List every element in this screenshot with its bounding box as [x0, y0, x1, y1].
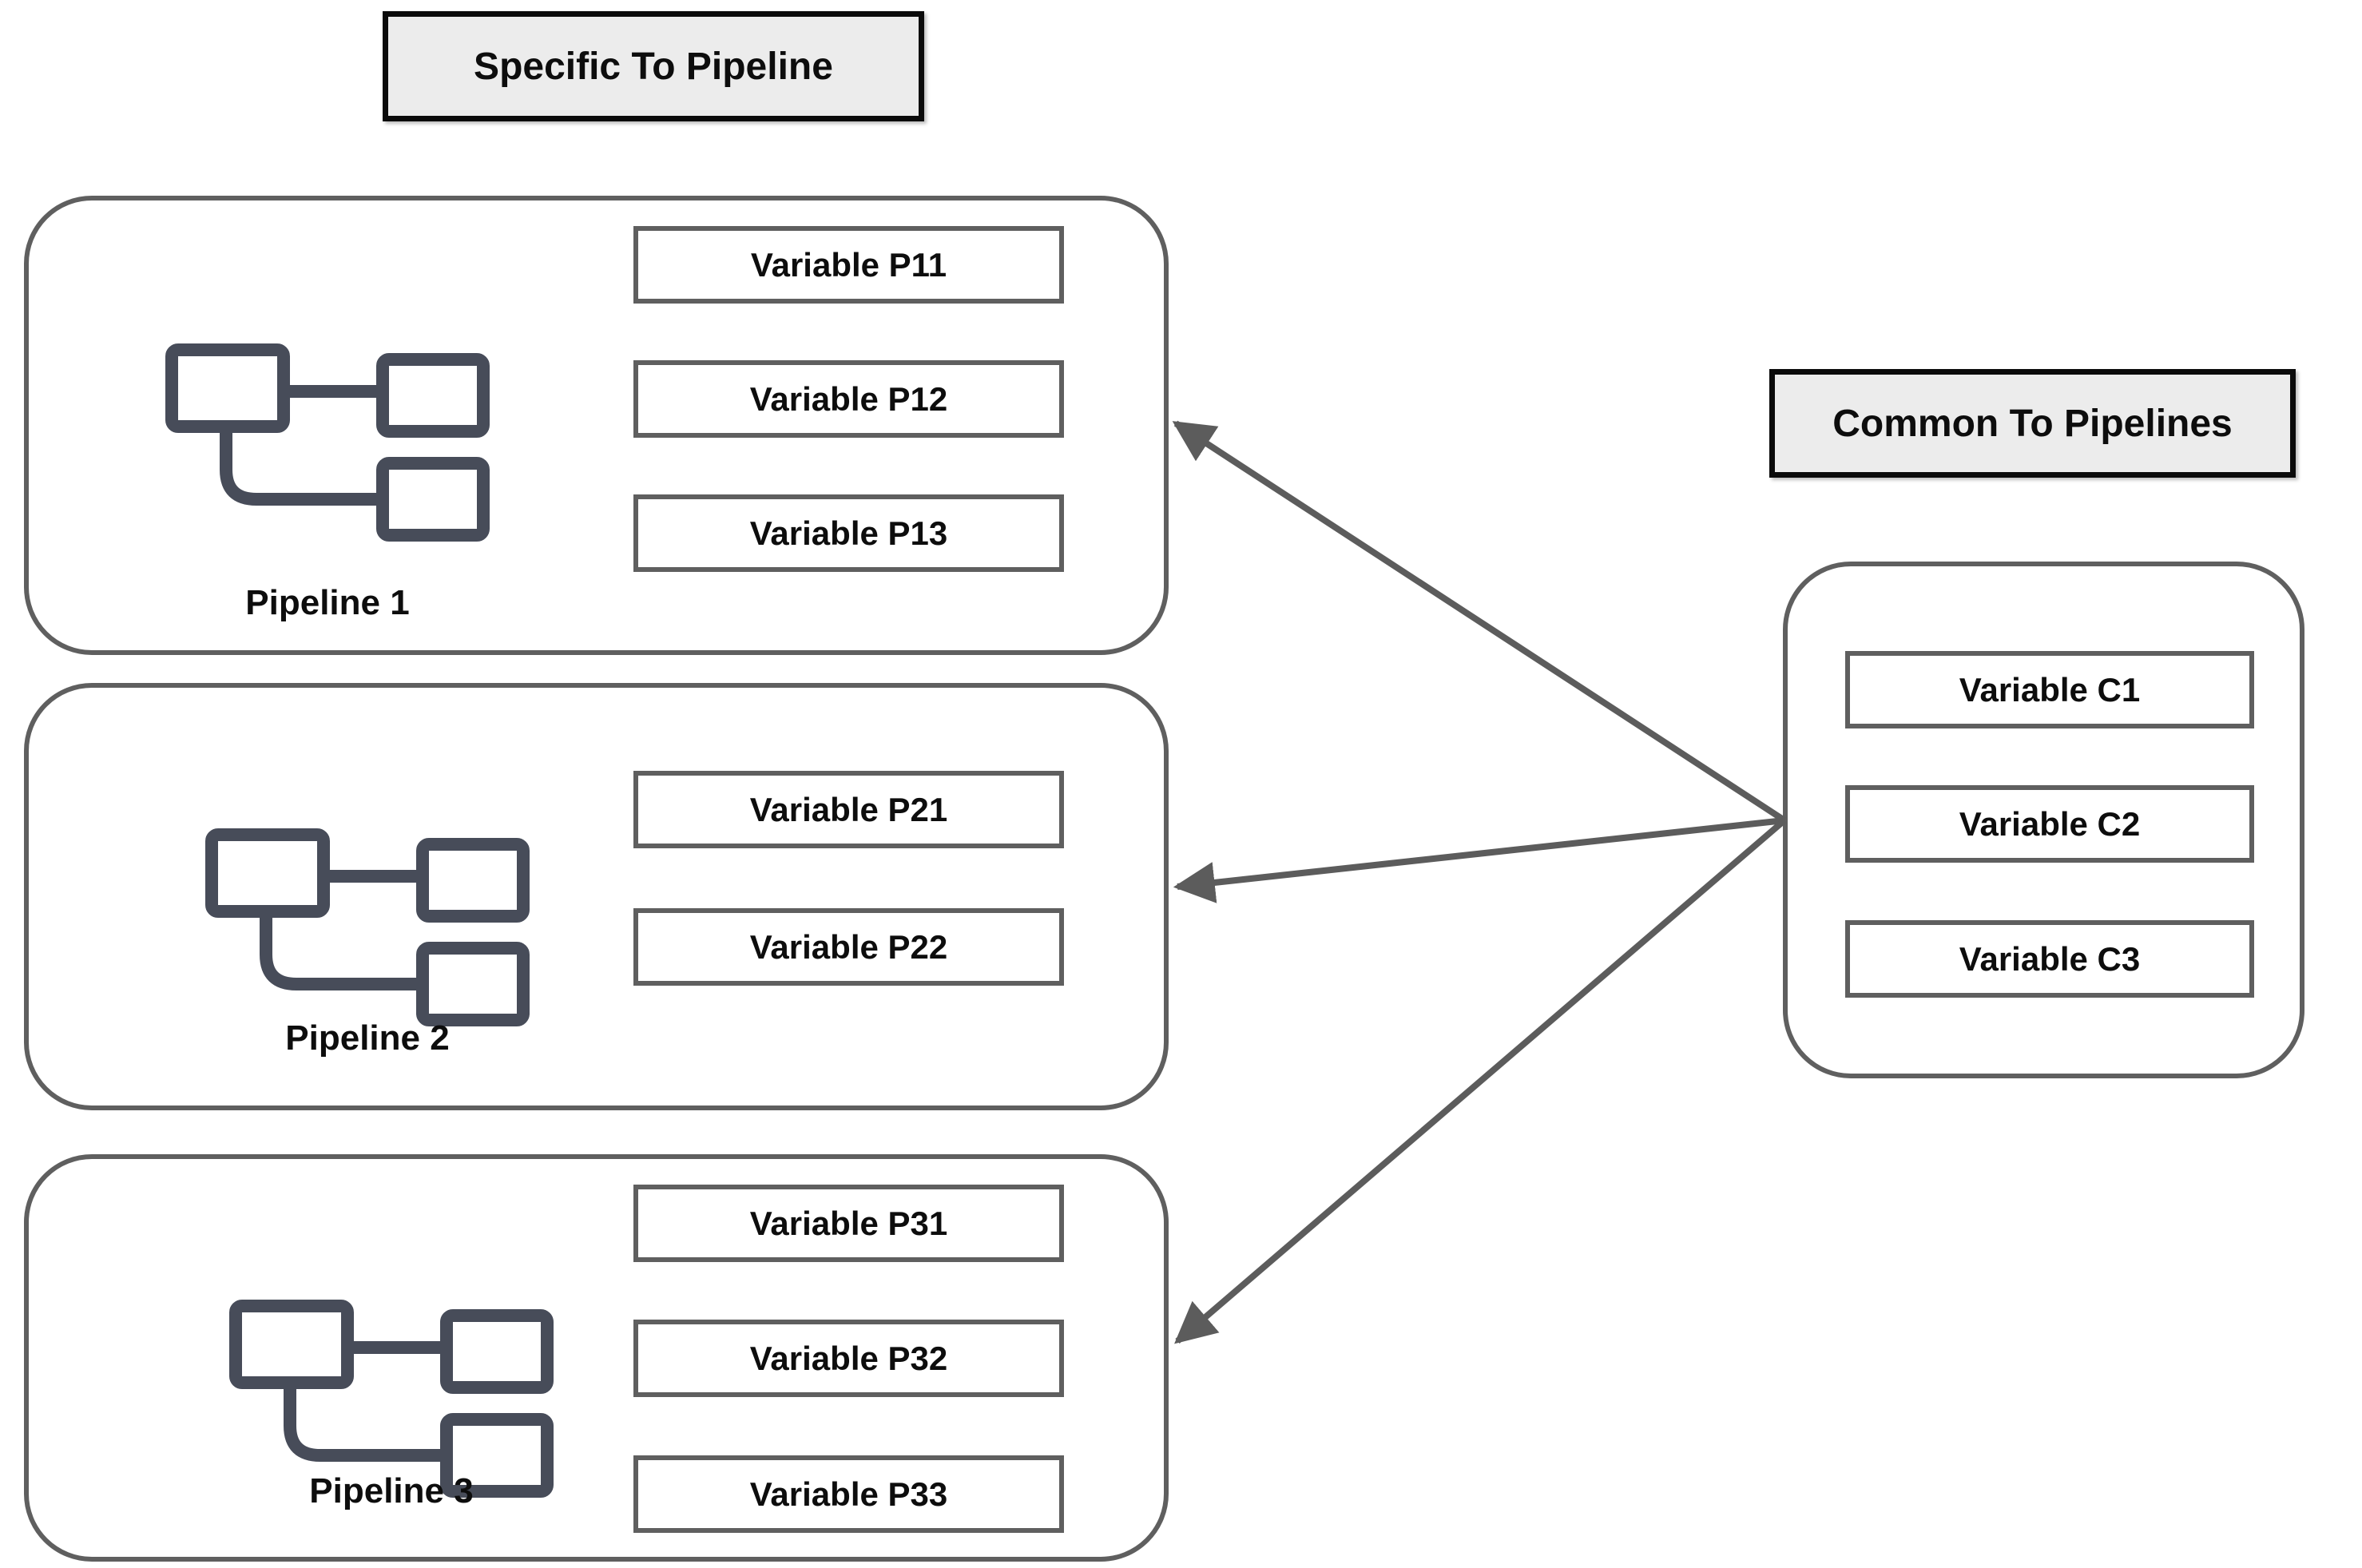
variable-box-p11: Variable P11	[633, 226, 1064, 304]
variable-p21-label: Variable P21	[749, 790, 948, 828]
arrow-common-to-pipeline-3	[1174, 817, 1787, 1344]
flowchart-nodes-icon	[229, 1300, 554, 1498]
specific-title-label: Specific To Pipeline	[474, 45, 833, 88]
pipeline-2-container	[24, 683, 1169, 1110]
variable-box-p32: Variable P32	[633, 1320, 1064, 1397]
pipeline-3-label: Pipeline 3	[309, 1471, 474, 1510]
variable-p22-label: Variable P22	[749, 927, 948, 966]
variable-box-p21: Variable P21	[633, 771, 1064, 848]
variable-p31-label: Variable P31	[749, 1204, 948, 1242]
variable-box-p12: Variable P12	[633, 360, 1064, 438]
specific-to-pipeline-title: Specific To Pipeline	[383, 11, 924, 121]
variable-p12-label: Variable P12	[749, 379, 948, 418]
variable-p33-label: Variable P33	[749, 1475, 948, 1513]
arrow-common-to-pipeline-1	[1172, 420, 1787, 824]
variable-box-p31: Variable P31	[633, 1185, 1064, 1262]
common-to-pipelines-title: Common To Pipelines	[1769, 369, 2296, 478]
arrow-common-to-pipeline-2	[1173, 817, 1785, 903]
variable-box-c1: Variable C1	[1845, 651, 2254, 728]
pipeline-1-label: Pipeline 1	[245, 583, 410, 622]
variable-c1-label: Variable C1	[1959, 670, 2141, 709]
variable-box-p33: Variable P33	[633, 1455, 1064, 1533]
variable-box-c2: Variable C2	[1845, 785, 2254, 863]
flowchart-nodes-icon	[205, 828, 530, 1026]
variable-p13-label: Variable P13	[749, 514, 948, 552]
common-title-label: Common To Pipelines	[1832, 402, 2233, 445]
variable-box-p13: Variable P13	[633, 494, 1064, 572]
pipeline-2-label: Pipeline 2	[285, 1018, 450, 1058]
variable-box-p22: Variable P22	[633, 908, 1064, 986]
variable-p11-label: Variable P11	[750, 245, 947, 284]
flowchart-nodes-icon	[165, 343, 490, 542]
variable-p32-label: Variable P32	[749, 1339, 948, 1377]
variable-c2-label: Variable C2	[1959, 804, 2141, 843]
variable-box-c3: Variable C3	[1845, 920, 2254, 998]
variable-c3-label: Variable C3	[1959, 939, 2141, 978]
